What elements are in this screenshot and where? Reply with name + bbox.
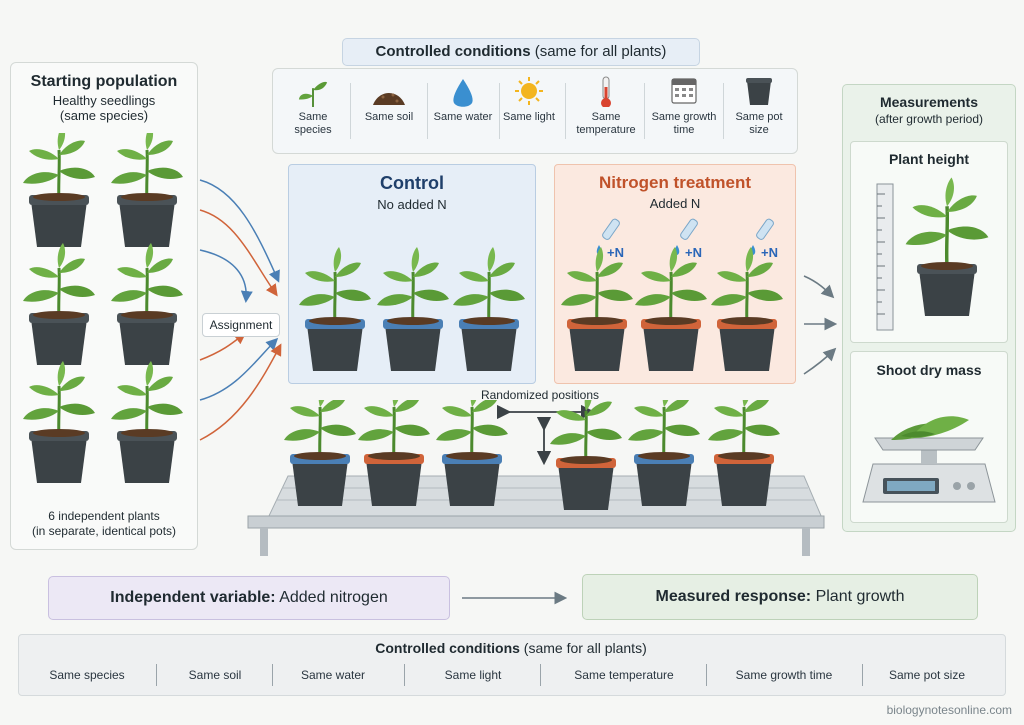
bottom-condition-item: Same species bbox=[49, 668, 125, 682]
thermometer-icon bbox=[601, 76, 611, 107]
calendar-icon bbox=[671, 78, 697, 104]
control-group-panel: Control No added N bbox=[288, 164, 536, 384]
treatment-plants bbox=[559, 245, 785, 371]
top-conditions-heading: Controlled conditions bbox=[375, 43, 531, 60]
condition-label: Same water bbox=[433, 111, 493, 123]
condition-growth-time: Same growth time bbox=[647, 69, 721, 151]
bottom-conditions-heading: Controlled conditions bbox=[375, 640, 520, 656]
treatment-group-panel: Nitrogen treatment Added N +N +N +N bbox=[554, 164, 796, 384]
condition-species: Same species bbox=[279, 69, 347, 151]
condition-temperature: Same temperature bbox=[569, 69, 643, 151]
sprout-icon bbox=[298, 81, 328, 107]
seedling-2 bbox=[109, 133, 185, 247]
starting-population-subtitle-1: Healthy seedlings bbox=[52, 93, 156, 108]
treatment-plant-3 bbox=[709, 245, 785, 371]
control-title: Control bbox=[380, 173, 444, 193]
bottom-condition-item: Same water bbox=[300, 668, 366, 682]
condition-label: Same species bbox=[294, 111, 332, 136]
shoot-mass-title: Shoot dry mass bbox=[876, 362, 982, 378]
scale-icon bbox=[862, 416, 996, 503]
height-illustration bbox=[876, 175, 991, 331]
measurements-title: Measurements bbox=[879, 94, 979, 110]
seedling-1 bbox=[21, 133, 97, 247]
bottom-condition-item: Same pot size bbox=[888, 668, 966, 682]
seedling-grid bbox=[21, 133, 185, 483]
starting-population-footer-2: (in separate, identical pots) bbox=[31, 524, 177, 538]
starting-population-panel: Starting population Healthy seedlings (s… bbox=[10, 62, 198, 550]
ruler-icon bbox=[876, 183, 894, 331]
condition-soil: Same soil bbox=[355, 69, 423, 151]
treatment-subtitle: Added N bbox=[649, 196, 701, 211]
soil-pile-icon bbox=[373, 93, 405, 105]
sun-icon bbox=[515, 77, 543, 105]
treatment-title: Nitrogen treatment bbox=[598, 173, 752, 192]
control-subtitle: No added N bbox=[377, 197, 447, 212]
measured-response-value: Plant growth bbox=[815, 588, 905, 605]
bottom-condition-item: Same light bbox=[444, 668, 502, 682]
control-plant-1 bbox=[297, 245, 373, 371]
nitrogen-dose-label: +N bbox=[607, 245, 624, 260]
measured-plant bbox=[903, 175, 991, 316]
condition-label: Same growth time bbox=[651, 111, 717, 136]
greenhouse-bench bbox=[247, 400, 825, 556]
measured-response-label: Measured response: bbox=[655, 588, 812, 605]
randomized-label: Randomized positions bbox=[480, 388, 600, 402]
seedling-6 bbox=[109, 359, 185, 483]
nitrogen-dose-label: +N bbox=[761, 245, 778, 260]
independent-variable-box: Independent variable: Added nitrogen bbox=[48, 576, 450, 620]
seedling-4 bbox=[109, 241, 185, 365]
control-plant-3 bbox=[451, 245, 527, 371]
top-conditions-panel: Same species Same soil Same water Same l… bbox=[272, 68, 798, 154]
starting-population-subtitle-2: (same species) bbox=[59, 108, 149, 123]
treatment-plant-2 bbox=[633, 245, 709, 371]
bottom-condition-item: Same soil bbox=[188, 668, 242, 682]
control-plants bbox=[297, 245, 527, 371]
independent-variable-label: Independent variable: bbox=[110, 589, 276, 606]
control-plant-2 bbox=[375, 245, 451, 371]
starting-population-title: Starting population bbox=[30, 73, 178, 90]
condition-label: Same light bbox=[503, 111, 555, 123]
measurement-arrows bbox=[803, 275, 838, 375]
condition-label: Same soil bbox=[364, 111, 414, 123]
condition-label: Same temperature bbox=[576, 111, 636, 136]
nitrogen-dose-label: +N bbox=[685, 245, 702, 260]
bottom-conditions-panel bbox=[18, 634, 1006, 696]
condition-pot-size: Same pot size bbox=[725, 69, 793, 151]
condition-label: Same pot size bbox=[735, 111, 783, 136]
variable-arrow bbox=[462, 591, 568, 605]
assignment-arrows bbox=[199, 179, 282, 441]
top-conditions-subheading: (same for all plants) bbox=[534, 43, 667, 60]
watermark: biologynotesonline.com bbox=[886, 703, 1012, 717]
condition-water: Same water bbox=[429, 69, 497, 151]
seedling-3 bbox=[21, 241, 97, 365]
assignment-label: Assignment bbox=[202, 313, 280, 337]
independent-variable-value: Added nitrogen bbox=[279, 589, 388, 606]
bottom-conditions-subheading: (same for all plants) bbox=[523, 640, 647, 656]
pot-icon bbox=[746, 78, 772, 105]
bottom-condition-item: Same temperature bbox=[574, 668, 674, 682]
condition-light: Same light bbox=[495, 69, 563, 151]
measurements-subtitle: (after growth period) bbox=[874, 112, 984, 126]
plant-height-card: Plant height bbox=[850, 141, 1008, 343]
shoot-mass-card: Shoot dry mass bbox=[850, 351, 1008, 523]
plant-height-title: Plant height bbox=[888, 151, 970, 167]
seedling-5 bbox=[21, 359, 97, 483]
measurements-panel: Measurements (after growth period) Plant… bbox=[842, 84, 1016, 532]
bottom-condition-item: Same growth time bbox=[735, 668, 833, 682]
water-drop-icon bbox=[453, 79, 473, 107]
starting-population-footer-1: 6 independent plants bbox=[48, 509, 160, 523]
bottom-conditions-title: Controlled conditions (same for all plan… bbox=[18, 640, 1004, 656]
treatment-plant-1 bbox=[559, 245, 635, 371]
measured-response-box: Measured response: Plant growth bbox=[582, 574, 978, 620]
top-conditions-title: Controlled conditions (same for all plan… bbox=[342, 38, 700, 66]
